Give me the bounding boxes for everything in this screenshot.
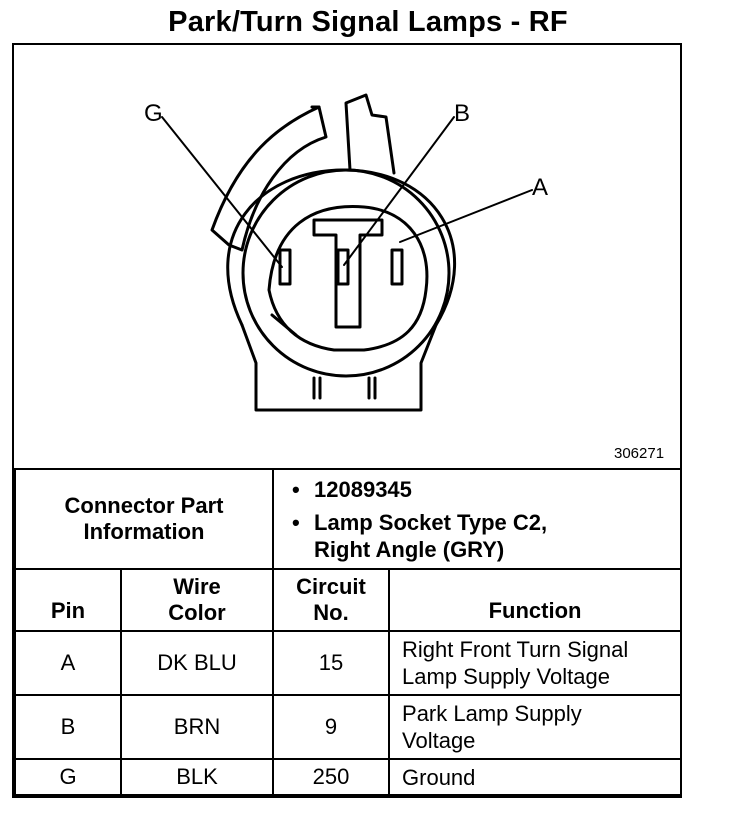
pin-g-slot (278, 248, 292, 286)
terminal-cavity (267, 205, 429, 352)
connector-info-details: 12089345 Lamp Socket Type C2, Right Angl… (272, 468, 683, 570)
connector-diagram: G B A (144, 93, 548, 412)
leader-line-a (399, 189, 533, 243)
connector-table: Connector Part Information 12089345 Lamp… (13, 468, 683, 796)
leader-line-g (161, 116, 283, 268)
figure-number: 306271 (614, 445, 665, 462)
socket-type: Lamp Socket Type C2, Right Angle (GRY) (292, 509, 680, 563)
pin-label-b: B (454, 100, 470, 127)
center-divider (312, 218, 384, 329)
part-number: 12089345 (292, 476, 680, 503)
pin-label-g: G (144, 100, 163, 127)
table-row: B BRN 9 Park Lamp Supply Voltage (14, 694, 683, 760)
header-pin: Pin (14, 568, 122, 632)
pin-a-slot (390, 248, 404, 286)
table-row: G BLK 250 Ground (14, 758, 683, 796)
connector-top-tab (344, 93, 396, 175)
leader-line-b (343, 116, 455, 266)
socket-inner-ring (241, 168, 451, 378)
table-row: A DK BLU 15 Right Front Turn Signal Lamp… (14, 630, 683, 696)
pin-label-a: A (532, 174, 548, 201)
connector-body-outline (240, 323, 438, 412)
connector-sheet: G B A 306271 Connector Part Information … (12, 43, 683, 798)
page-title: Park/Turn Signal Lamps - RF (168, 6, 568, 38)
pin-b-slot (336, 248, 350, 286)
header-function: Function (388, 568, 683, 632)
table-header-row: Pin Wire Color Circuit No. Function (14, 568, 683, 632)
header-wire-color: Wire Color (119, 568, 275, 632)
connector-info-label: Connector Part Information (13, 468, 275, 570)
connector-info-row: Connector Part Information 12089345 Lamp… (13, 468, 683, 570)
header-circuit-no: Circuit No. (272, 568, 391, 632)
